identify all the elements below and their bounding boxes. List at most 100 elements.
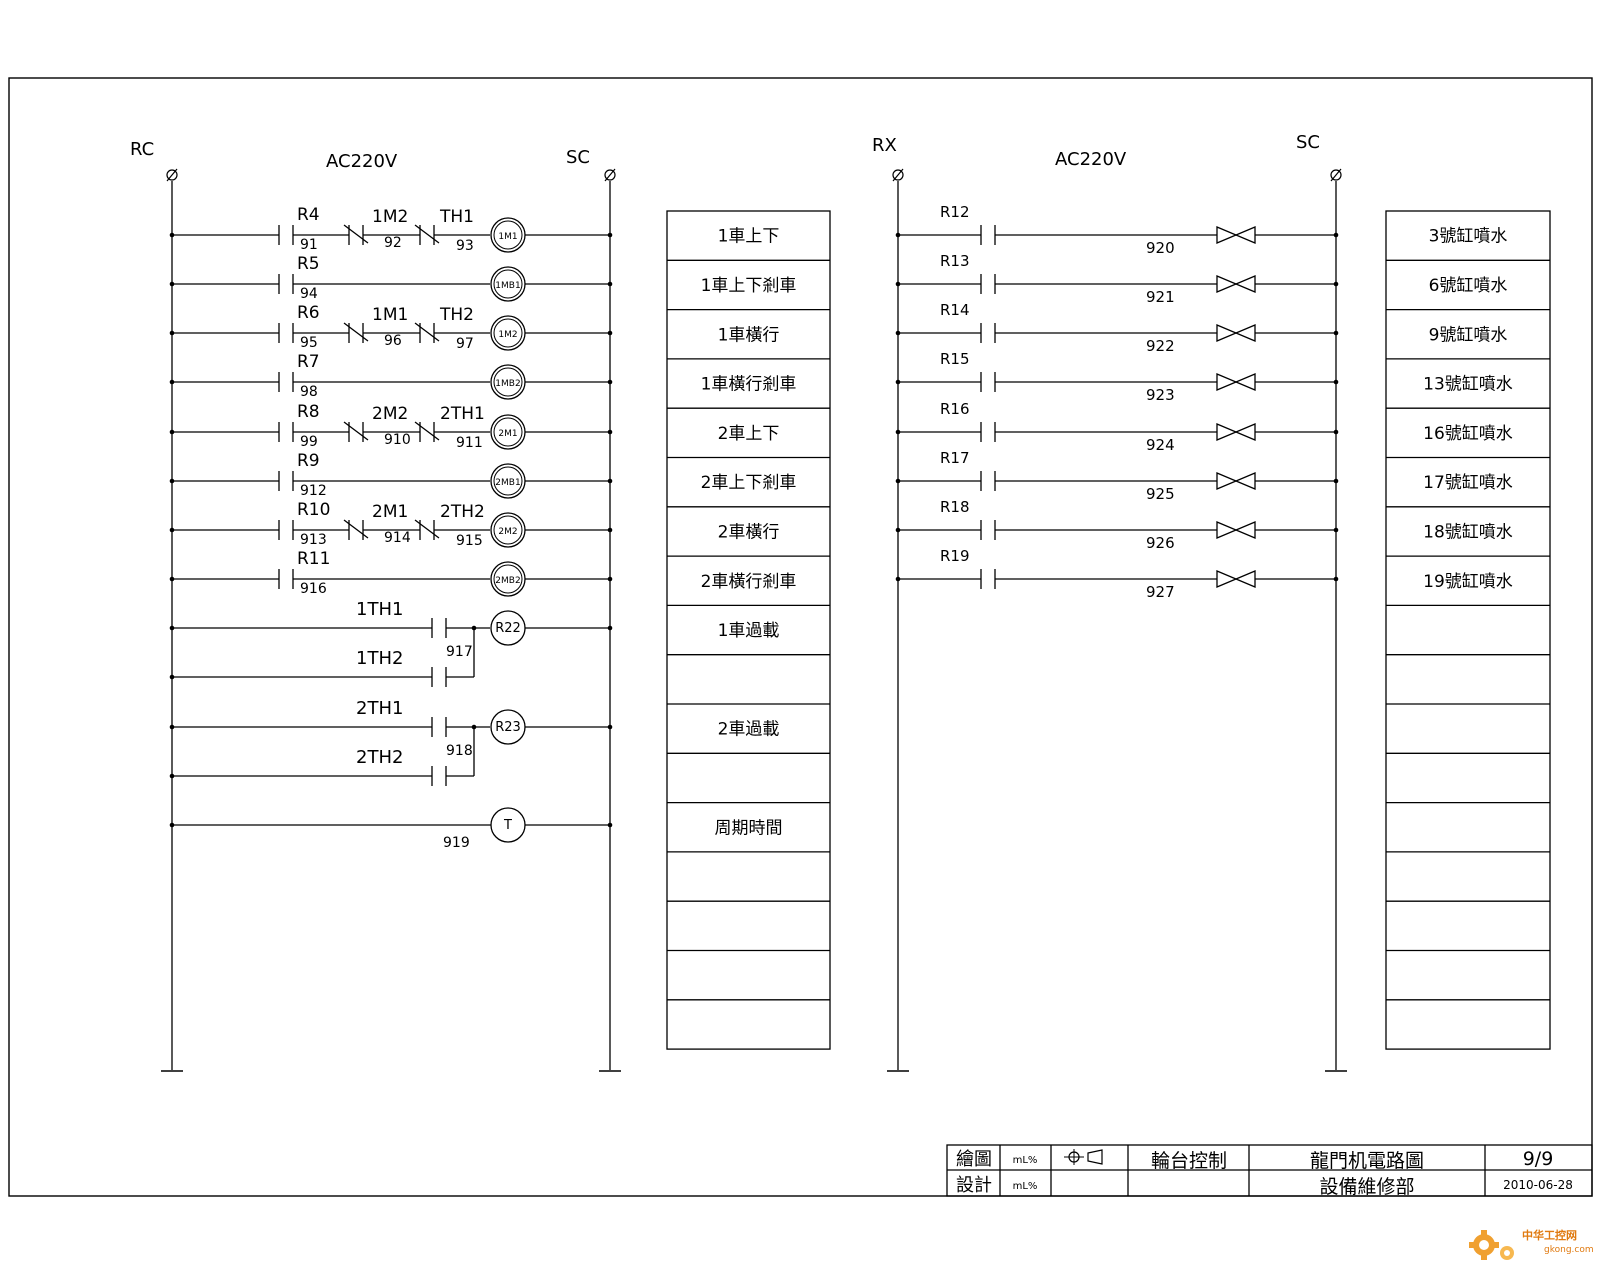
drawing-date: 2010-06-28 [1503, 1178, 1573, 1192]
coil-label: 2M2 [498, 527, 517, 537]
coil-inner-circle [493, 564, 523, 594]
drawing-border [8, 77, 1593, 1197]
contact-label: R10 [297, 500, 330, 520]
terminal-icon [892, 169, 904, 181]
rail-label-sc-right: SC [1296, 132, 1320, 153]
terminal-slash [604, 168, 616, 182]
contact-label: 2TH1 [356, 698, 403, 719]
coil-icon: R22 [490, 610, 526, 646]
wire-number: 917 [446, 644, 473, 660]
coil-icon: 1M1 [490, 217, 526, 253]
coil-inner-circle [493, 466, 523, 496]
contact-label: R4 [297, 205, 320, 225]
wire-number: 912 [300, 483, 327, 499]
projection-cone [1087, 1149, 1103, 1165]
terminal-slash [1330, 168, 1342, 182]
contact-label: R11 [297, 549, 330, 569]
contact-label: R7 [297, 352, 320, 372]
wire-number: 93 [456, 238, 474, 254]
table-cell: 周期時間 [715, 818, 783, 838]
label-design: 設計 [956, 1175, 992, 1196]
wire-number: 918 [446, 743, 473, 759]
nc-contact-label: 1M1 [372, 305, 408, 325]
coil-label: T [503, 818, 512, 833]
coil-icon: 2MB1 [490, 463, 526, 499]
terminal-icon [604, 169, 616, 181]
nc-contact-label: TH1 [439, 207, 474, 227]
nc-contact-slash [414, 322, 440, 342]
nc-contact-slash [414, 421, 440, 441]
contact-label: R12 [940, 203, 970, 221]
valve-icon [1216, 472, 1238, 490]
valve-icon [1234, 423, 1256, 441]
coil-icon: T [490, 807, 526, 843]
wire-number: 921 [1146, 288, 1175, 306]
nc-contact-label: 2TH2 [440, 502, 485, 522]
coil-icon: 2MB2 [490, 561, 526, 597]
terminal-icon [166, 169, 178, 181]
contact-label: R9 [297, 451, 320, 471]
wire-number: 92 [384, 235, 402, 251]
valve-icon [1234, 275, 1256, 293]
watermark-logo: 中华工控网 gkong.com [1469, 1228, 1594, 1260]
coil-icon: 1MB1 [490, 266, 526, 302]
contact-label: R17 [940, 449, 970, 467]
contact-label: R6 [297, 303, 320, 323]
table-cell: 1車上下剎車 [701, 276, 797, 296]
table-frame [1385, 210, 1551, 1050]
wire-number: 919 [443, 835, 470, 851]
wire-number: 95 [300, 335, 318, 351]
contact-label: R18 [940, 498, 970, 516]
wire-number: 98 [300, 384, 318, 400]
coil-label: 1M2 [498, 330, 517, 340]
coil-inner-circle [493, 515, 523, 545]
terminal-slash [892, 168, 904, 182]
nc-contact-slash [414, 224, 440, 244]
table-cell: 2車上下 [718, 424, 780, 444]
coil-icon: 2M2 [490, 512, 526, 548]
valve-icon [1216, 521, 1238, 539]
wire-number: 922 [1146, 337, 1175, 355]
gear-icon [1500, 1246, 1514, 1260]
title-block: 繪圖設計mL%mL%輪台控制龍門机電路圖設備維修部9/92010-06-28 [946, 1144, 1593, 1198]
table-cell: 1車上下 [718, 227, 780, 247]
drawer-name: mL% [1013, 1155, 1038, 1166]
table-cell: 2車橫行剎車 [701, 572, 797, 592]
wire-number: 927 [1146, 583, 1175, 601]
coil-label: 2M1 [498, 429, 517, 439]
contact-label: 1TH2 [356, 648, 403, 669]
wire-number: 911 [456, 435, 483, 451]
coil-inner-circle [493, 367, 523, 397]
label-draw: 繪圖 [956, 1149, 992, 1170]
terminal-icon [1330, 169, 1342, 181]
valve-icon [1234, 521, 1256, 539]
wire-number: 910 [384, 432, 411, 448]
contact-label: 2TH2 [356, 747, 403, 768]
valve-icon [1216, 275, 1238, 293]
table-cell: 2車過載 [718, 720, 780, 740]
junction-dot [471, 625, 477, 631]
nc-contact-label: 2M2 [372, 404, 408, 424]
coil-label: 1MB2 [495, 379, 520, 389]
table-cell: 9號缸噴水 [1429, 324, 1508, 345]
watermark-url: gkong.com [1544, 1245, 1594, 1255]
projection-symbol-icon [1064, 1149, 1103, 1165]
coil-icon: 1M2 [490, 315, 526, 351]
wire-number: 920 [1146, 239, 1175, 257]
right-ladder-circuit: R12920R13921R14922R15923R16924R17925R189… [887, 168, 1551, 1072]
valve-icon [1234, 472, 1256, 490]
table-cell: 1車橫行 [718, 325, 780, 345]
wire-number: 91 [300, 237, 318, 253]
coil-icon: 1MB2 [490, 364, 526, 400]
wire-number: 925 [1146, 485, 1175, 503]
valve-icon [1234, 373, 1256, 391]
wire-number: 99 [300, 434, 318, 450]
wire-number: 915 [456, 533, 483, 549]
coil-label: 2MB2 [495, 576, 520, 586]
coil-inner-circle [493, 318, 523, 348]
coil-label: 1M1 [498, 232, 517, 242]
contact-label: R19 [940, 547, 970, 565]
coil-icon: 2M1 [490, 414, 526, 450]
coil-inner-circle [493, 417, 523, 447]
wire-number: 923 [1146, 386, 1175, 404]
